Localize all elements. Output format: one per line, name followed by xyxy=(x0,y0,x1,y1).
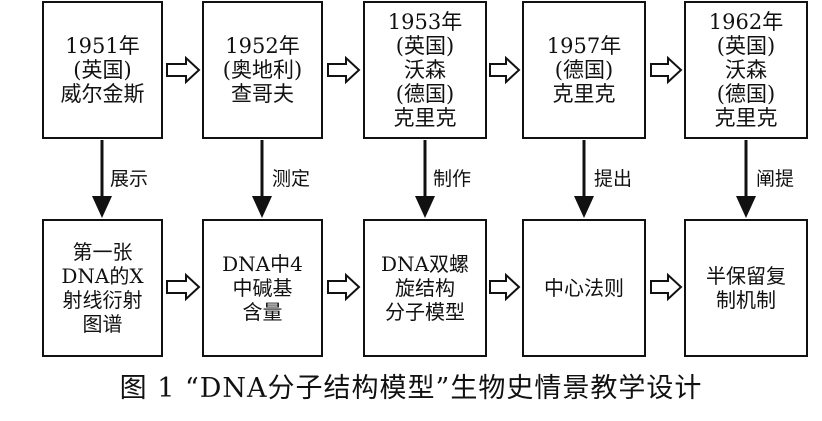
arrow-label-3: 制作 xyxy=(433,168,472,190)
v-arrow-2 xyxy=(252,140,272,218)
box-line: DNA双螺 xyxy=(381,252,469,276)
h-arrow-top-2 xyxy=(327,55,361,85)
figure-caption: 图 1 “DNA分子结构模型”生物史情景教学设计 xyxy=(119,373,703,404)
box-line: (英国) xyxy=(73,58,132,82)
scientist-box-1953: 1953年 (英国) 沃森 (德国) 克里克 xyxy=(363,1,487,139)
h-arrow-bottom-1 xyxy=(166,272,201,302)
result-box-base-content: DNA中4 中碱基 含量 xyxy=(202,219,323,357)
h-arrow-bottom-4 xyxy=(650,272,683,302)
v-arrow-4 xyxy=(574,140,594,218)
h-arrow-top-1 xyxy=(166,55,201,85)
result-box-double-helix: DNA双螺 旋结构 分子模型 xyxy=(363,219,487,357)
v-arrow-3 xyxy=(415,140,435,218)
result-box-semiconservative: 半保留复 制机制 xyxy=(684,219,808,357)
box-line: 图谱 xyxy=(82,312,123,336)
box-line: DNA的X xyxy=(61,264,144,288)
h-arrow-bottom-2 xyxy=(327,272,361,302)
box-line: (英国) xyxy=(716,34,776,58)
scientist-box-1951: 1951年 (英国) 威尔金斯 xyxy=(42,1,163,139)
box-line: 沃森 xyxy=(724,58,767,82)
arrow-label-1: 展示 xyxy=(110,168,149,190)
box-line: 半保留复 xyxy=(706,264,786,288)
box-line: 查哥夫 xyxy=(230,82,294,106)
box-line: 射线衍射 xyxy=(62,288,143,312)
arrow-label-4: 提出 xyxy=(594,168,633,190)
box-line: 制机制 xyxy=(716,288,776,312)
box-line: 1957年 xyxy=(546,34,622,58)
arrow-label-2: 测定 xyxy=(272,168,311,190)
box-line: 克里克 xyxy=(552,82,616,106)
box-line: (德国) xyxy=(395,82,455,106)
box-line: 分子模型 xyxy=(384,300,465,324)
box-line: (奥地利) xyxy=(222,58,303,82)
box-line: 第一张 xyxy=(72,240,133,264)
v-arrow-5 xyxy=(736,140,756,218)
h-arrow-top-4 xyxy=(650,55,683,85)
scientist-box-1962: 1962年 (英国) 沃森 (德国) 克里克 xyxy=(684,1,808,139)
box-line: 克里克 xyxy=(714,106,778,130)
h-arrow-bottom-3 xyxy=(489,272,521,302)
h-arrow-top-3 xyxy=(489,55,521,85)
box-line: (德国) xyxy=(716,82,776,106)
box-line: 中碱基 xyxy=(232,276,293,300)
result-box-xray-image: 第一张 DNA的X 射线衍射 图谱 xyxy=(42,219,163,357)
box-line: (英国) xyxy=(395,34,455,58)
scientist-box-1957: 1957年 (德国) 克里克 xyxy=(522,1,646,139)
box-line: 1952年 xyxy=(225,34,300,58)
scientist-box-1952: 1952年 (奥地利) 查哥夫 xyxy=(202,1,323,139)
box-line: 1953年 xyxy=(387,10,463,34)
result-box-central-dogma: 中心法则 xyxy=(522,219,646,357)
box-line: 克里克 xyxy=(393,106,457,130)
box-line: 沃森 xyxy=(403,58,446,82)
v-arrow-1 xyxy=(92,140,112,218)
box-line: 含量 xyxy=(242,300,283,324)
box-line: (德国) xyxy=(554,58,614,82)
box-line: 威尔金斯 xyxy=(60,82,145,106)
box-line: 1951年 xyxy=(65,34,140,58)
arrow-label-5: 阐提 xyxy=(756,168,795,190)
box-line: DNA中4 xyxy=(222,252,303,276)
box-line: 旋结构 xyxy=(394,276,455,300)
box-line: 中心法则 xyxy=(544,276,624,300)
box-line: 1962年 xyxy=(708,10,784,34)
